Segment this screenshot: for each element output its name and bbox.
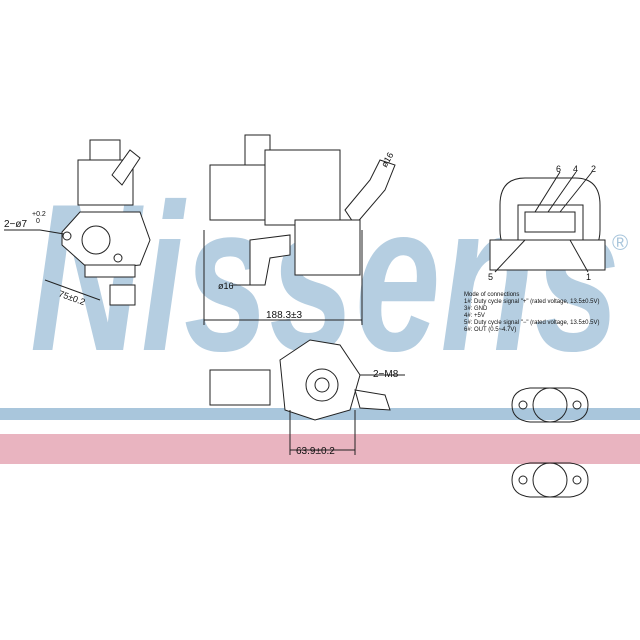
- bottom-view: [209, 339, 405, 455]
- pin-label-4: 4: [573, 164, 578, 174]
- registered-mark: ®: [612, 230, 628, 255]
- hole-dimension: 2−ø7: [4, 219, 28, 230]
- pin-label-5: 5: [488, 272, 493, 282]
- length-dimension: 188.3±3: [266, 310, 303, 321]
- connection-note-line: 6#: OUT (0.5~4.7V): [464, 327, 517, 333]
- flange-dimension: 63.9±0.2: [296, 446, 335, 457]
- pin-label-1: 1: [586, 272, 591, 282]
- connection-notes-title: Mode of connections: [464, 292, 520, 298]
- gasket-top: [511, 387, 589, 423]
- connector-view: [489, 171, 606, 273]
- pink-band: [0, 434, 640, 464]
- hole-tolerance-lower: 0: [36, 218, 40, 225]
- connection-note-line: 4#: +5V: [464, 313, 485, 319]
- hole-tolerance-upper: +0.2: [32, 211, 46, 218]
- connection-note-line: 1#: Duty cycle signal "+" (rated voltage…: [464, 299, 600, 305]
- front-view: [203, 134, 396, 325]
- pin-label-6: 6: [556, 164, 561, 174]
- connection-note-line: 3#: GND: [464, 306, 488, 312]
- connection-note-line: 5#: Duty cycle signal "−" (rated voltage…: [464, 320, 600, 326]
- side-view-left: [4, 139, 151, 306]
- pin-label-2: 2: [591, 164, 596, 174]
- pipe-left-dimension: ø16: [218, 281, 234, 291]
- gasket-bottom: [511, 462, 589, 498]
- connection-notes: Mode of connections 1#: Duty cycle signa…: [464, 292, 599, 334]
- thread-dimension: 2−M8: [373, 369, 399, 380]
